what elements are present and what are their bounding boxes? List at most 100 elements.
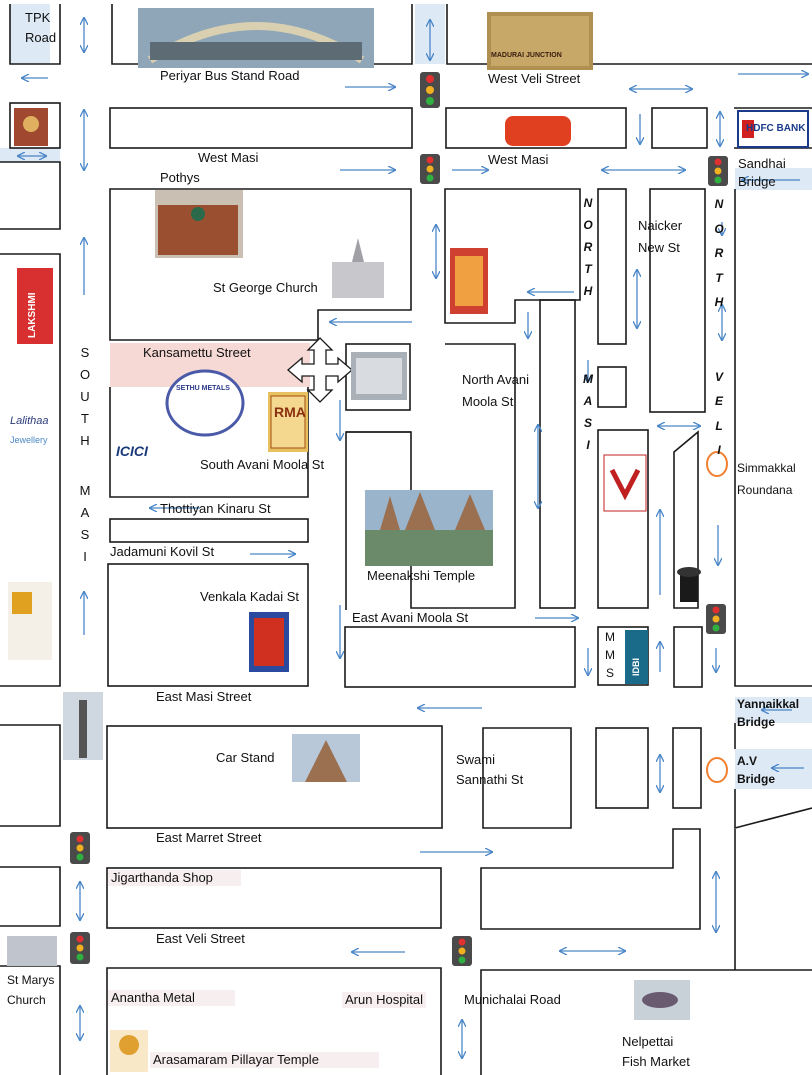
fish-market-icon xyxy=(634,980,690,1020)
west-edge-band xyxy=(0,148,60,162)
letter: M xyxy=(605,648,615,662)
pothys-building-icon xyxy=(155,190,243,258)
building-thumb-icon xyxy=(351,352,407,400)
letter: S xyxy=(80,527,90,542)
west-masi-label-right: West Masi xyxy=(488,152,549,167)
st-george-church-label: St George Church xyxy=(213,280,318,295)
letter: T xyxy=(715,270,723,285)
meenakshi-temple-label: Meenakshi Temple xyxy=(367,568,476,583)
letter: A xyxy=(80,505,90,520)
east-masi-street-label: East Masi Street xyxy=(156,689,252,704)
traffic-signal-icon xyxy=(70,832,90,864)
traffic-signal-icon xyxy=(70,932,90,964)
sandhai-bridge-band xyxy=(735,168,812,190)
temple-thumb-icon xyxy=(14,108,48,146)
simmakkal-roundana-icon xyxy=(706,451,728,477)
shop-logo-icon xyxy=(8,582,52,660)
venkala-kadai-st-label: Venkala Kadai St xyxy=(200,589,300,604)
north-avani-moola-st-label: North Avani Moola St xyxy=(462,372,529,409)
bus-stand-arch-icon xyxy=(138,8,374,68)
letter: O xyxy=(583,218,593,232)
shop-sign-icon xyxy=(249,612,289,672)
car-temple-icon xyxy=(292,734,360,782)
car-stand-label: Car Stand xyxy=(216,750,275,765)
meenakshi-temple-icon xyxy=(365,490,493,566)
city-blocks xyxy=(0,4,812,1075)
ganesha-icon xyxy=(110,1030,148,1072)
east-marret-street-label: East Marret Street xyxy=(156,830,262,845)
letter: S xyxy=(605,666,614,680)
av-bridge-label: A.V Bridge xyxy=(737,754,776,786)
letter: I xyxy=(717,443,721,457)
thottiyan-kinaru-st-label: Thottiyan Kinaru St xyxy=(160,501,271,516)
church-icon xyxy=(332,238,384,298)
idbi-logo-label: IDBI xyxy=(631,658,641,676)
icici-logo-label: ICICI xyxy=(116,443,148,459)
lakshmi-bank-logo-icon xyxy=(17,268,53,344)
letter: M xyxy=(583,372,593,386)
shop-sign-icon xyxy=(450,248,488,314)
naicker-new-st-label: Naicker New St xyxy=(638,218,683,255)
lalithaa-logo-label: Lalithaa xyxy=(10,415,49,427)
letter: T xyxy=(584,262,592,276)
letter: O xyxy=(714,221,724,236)
lakshmi-logo-label: LAKSHMI xyxy=(27,292,38,338)
letter: S xyxy=(583,416,592,430)
madurai-junction-label: MADURAI JUNCTION xyxy=(491,52,562,59)
letter: H xyxy=(583,284,593,298)
letter: A xyxy=(583,394,593,408)
tpk-road-label: TPK Road xyxy=(25,10,57,45)
west-masi-label-left: West Masi xyxy=(198,150,259,165)
letter: H xyxy=(80,433,90,448)
arun-hospital-label: Arun Hospital xyxy=(342,992,427,1008)
east-veli-street-label: East Veli Street xyxy=(156,931,245,946)
sethu-logo-label: SETHU METALS xyxy=(176,385,230,392)
letter: M xyxy=(605,630,615,644)
letter: R xyxy=(714,246,724,260)
traffic-signal-icon xyxy=(708,156,728,186)
statue-icon xyxy=(677,567,701,602)
traffic-signal-icon xyxy=(706,604,726,634)
tpk-road-band xyxy=(10,4,50,64)
arasamaram-pillayar-temple-label: Arasamaram Pillayar Temple xyxy=(150,1052,379,1068)
pothys-label: Pothys xyxy=(160,170,200,185)
rma-logo-label: RMA xyxy=(274,404,306,420)
nelpettai-fish-market-label: Nelpettai Fish Market xyxy=(622,1034,690,1069)
honda-logo-icon xyxy=(603,454,647,512)
av-bridge-roundana-icon xyxy=(706,757,728,783)
landmark-pictures xyxy=(7,8,809,1072)
hdfc-bank-logo-icon xyxy=(737,110,809,148)
anantha-metal-label: Anantha Metal xyxy=(108,990,235,1006)
letter: T xyxy=(81,411,89,426)
east-avani-moola-st-label: East Avani Moola St xyxy=(352,610,469,625)
jigarthanda-shop-label: Jigarthanda Shop xyxy=(108,870,241,886)
madurai-junction-sign-icon xyxy=(487,12,593,70)
west-veli-street-label: West Veli Street xyxy=(488,71,581,86)
letter: E xyxy=(714,394,723,408)
kansamettu-street-label: Kansamettu Street xyxy=(143,345,251,360)
letter: M xyxy=(79,483,91,498)
simmakkal-roundana-label: Simmakkal Roundana xyxy=(737,461,796,497)
munichalai-road-label: Munichalai Road xyxy=(464,992,561,1007)
letter: I xyxy=(586,438,590,452)
letter: O xyxy=(79,367,91,382)
hdfc-bank-logo-label: HDFC BANK xyxy=(746,123,806,134)
traffic-signal-icon xyxy=(420,154,440,184)
clock-tower-icon xyxy=(63,692,103,760)
traffic-signal-icon xyxy=(420,72,440,108)
letter: N xyxy=(583,196,593,210)
jadamuni-kovil-st-label: Jadamuni Kovil St xyxy=(110,544,215,559)
periyar-bus-stand-road-label: Periyar Bus Stand Road xyxy=(160,68,300,83)
letter: V xyxy=(714,369,723,384)
st-marys-church-label: St Marys Church xyxy=(7,973,55,1007)
letter: L xyxy=(715,418,723,433)
letter-gap xyxy=(581,302,595,368)
swami-sannathi-st-label: Swami Sannathi St xyxy=(456,752,524,787)
south-avani-moola-st-label: South Avani Moola St xyxy=(200,457,325,472)
letter: R xyxy=(583,240,593,254)
